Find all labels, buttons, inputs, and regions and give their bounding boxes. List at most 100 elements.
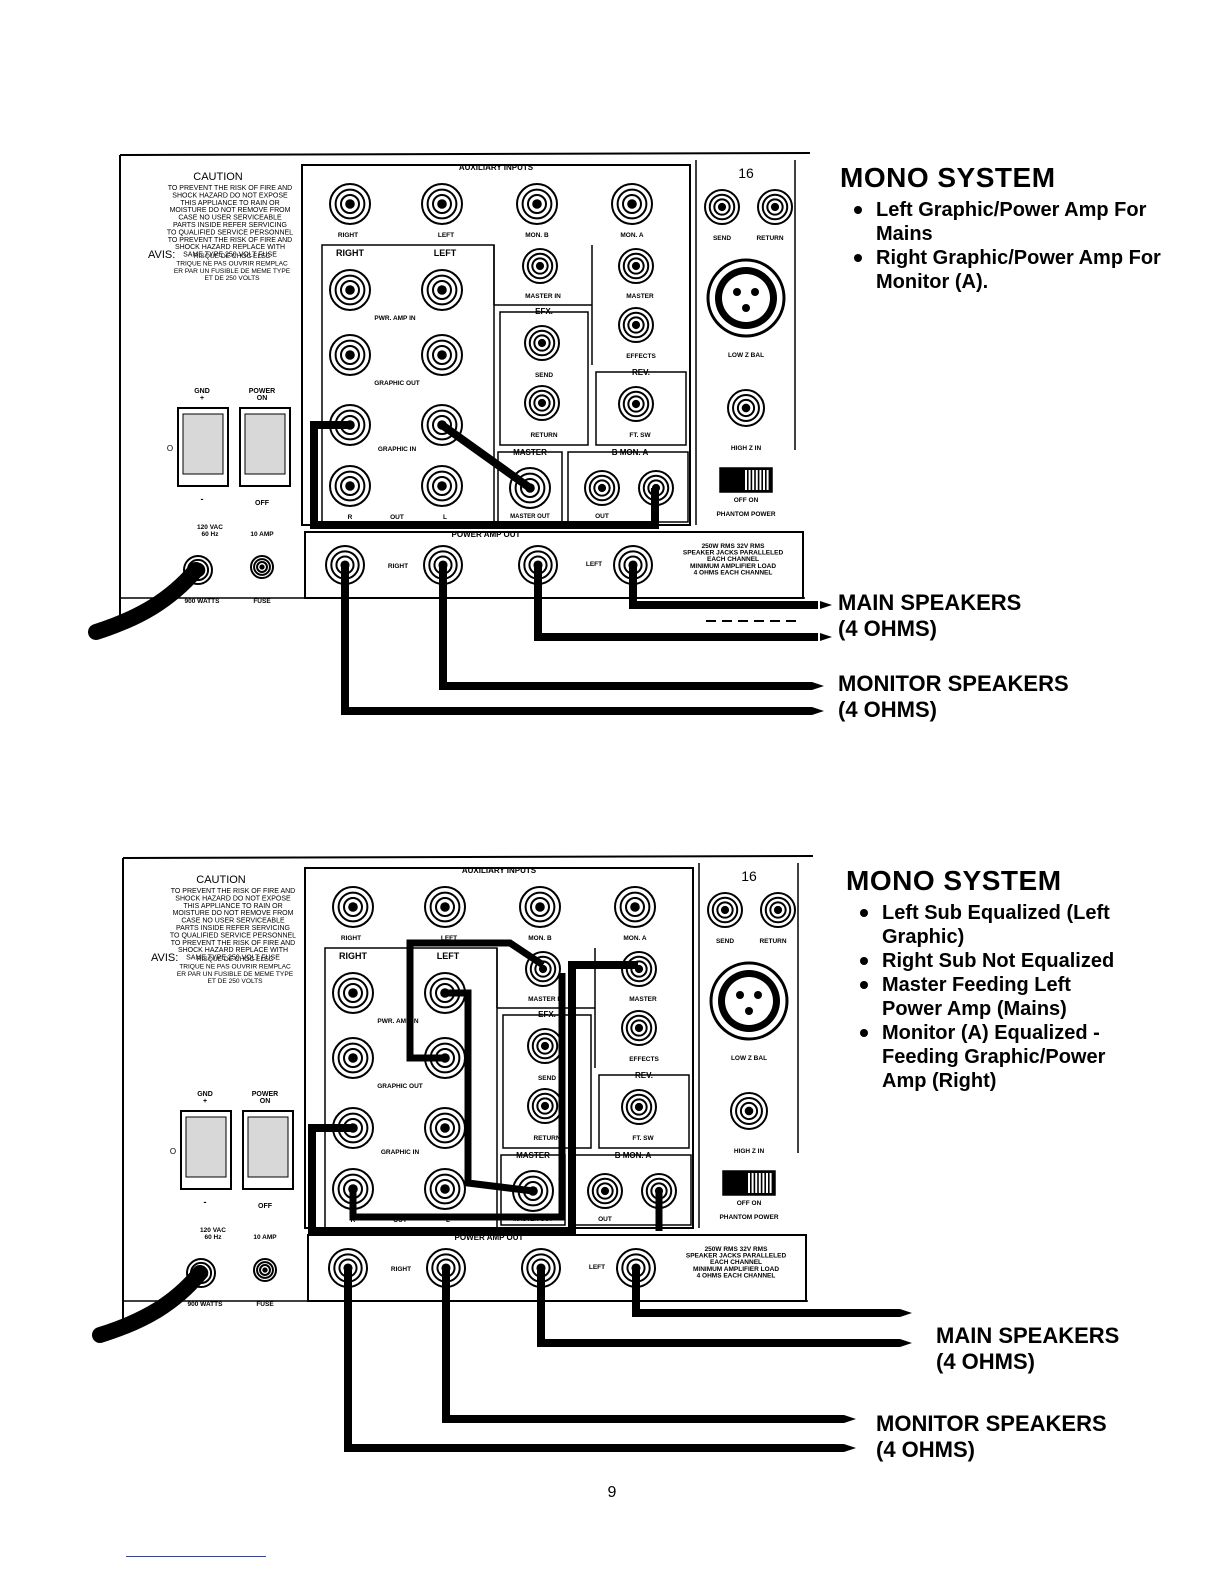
jack-center: [345, 199, 355, 209]
jack-ring: [426, 188, 458, 220]
cables: [92, 939, 912, 1452]
jack-ring: [533, 334, 551, 352]
phantom-switch-stripe: [745, 470, 747, 490]
jack-center: [345, 481, 355, 491]
patch-cable-mon-a: [308, 961, 638, 1235]
bullet: Right Sub Not Equalized: [860, 949, 1176, 973]
jack-ring: [593, 479, 611, 497]
jack-ring: [435, 1118, 455, 1138]
jack-ring: [432, 476, 452, 496]
monitor-speakers-text: MONITOR SPEAKERS: [876, 1411, 1107, 1436]
panel-box: [242, 1110, 294, 1190]
monitor-speakers-text: MONITOR SPEAKERS: [838, 671, 1069, 696]
page-number: 9: [607, 1484, 617, 1501]
jack-center: [440, 1123, 450, 1133]
jack-center: [437, 285, 447, 295]
avis-line: ET DE 250 VOLTS: [204, 275, 260, 282]
panel-label: OUT: [390, 514, 404, 521]
phantom-switch-stripe: [759, 470, 762, 490]
spec-line: 250W RMS 32V RMS: [705, 1246, 769, 1253]
panel-label: 10 AMP: [253, 1234, 277, 1241]
panel-label: GRAPHIC OUT: [374, 380, 420, 387]
jack-ring: [769, 901, 787, 919]
jack-ring: [766, 198, 784, 216]
phantom-switch-stripe: [766, 470, 769, 490]
cable-end: [820, 633, 832, 641]
caution-line: TO PREVENT THE RISK OF FIRE AND: [171, 888, 295, 895]
panel-label: O: [167, 444, 173, 453]
xlr-pin: [733, 288, 741, 296]
jack-ring: [520, 478, 540, 498]
avis-title: AVIS:: [151, 952, 178, 964]
panel-label: MON. A: [620, 232, 644, 239]
jack-center: [537, 338, 547, 348]
spec-line: EACH CHANNEL: [710, 1259, 762, 1266]
panel-label: SEND: [538, 1075, 556, 1082]
jack-ring: [622, 311, 650, 339]
jack-ring: [708, 193, 736, 221]
panel-label: 60 Hz: [202, 531, 220, 538]
caution-line: PARTS INSIDE REFER SERVICING: [173, 222, 287, 229]
caption-bullets: Left Graphic/Power Amp For Mains Right G…: [840, 198, 1200, 294]
jack-ring: [429, 1112, 461, 1144]
jack-ring: [426, 409, 458, 441]
jack-ring: [514, 472, 546, 504]
panel-label: PHANTOM POWER: [716, 511, 775, 518]
panel-label: SEND: [535, 372, 553, 379]
panel-box: [247, 1116, 289, 1178]
jack-ring: [340, 476, 360, 496]
jack-ring: [713, 198, 731, 216]
jack-ring: [761, 193, 789, 221]
panel-box: [182, 413, 224, 475]
bullet: Master Feeding Left Power Amp (Mains): [860, 973, 1112, 1021]
panel-label: LEFT: [438, 232, 454, 239]
panel-label: PHANTOM POWER: [719, 1214, 778, 1221]
cable-end: [812, 682, 824, 690]
caution-line: SAME TYPE 250 VOLT FUSE: [183, 252, 277, 259]
phantom-switch-stripe: [755, 470, 758, 490]
main-speakers-label: MAIN SPEAKERS (4 OHMS): [936, 1323, 1119, 1375]
jack-ring: [735, 1097, 763, 1125]
jack-ring: [256, 1261, 274, 1279]
jack-ring: [716, 901, 734, 919]
bullet: Left Graphic/Power Amp For Mains: [854, 198, 1156, 246]
panel-label: GRAPHIC OUT: [377, 1083, 423, 1090]
panel-label: 10 AMP: [250, 531, 274, 538]
avis-line: RISQUE DE CHOC ELEC: [194, 253, 271, 260]
panel-label: MASTER OUT: [510, 514, 550, 520]
panel-label: OUT: [598, 1216, 612, 1223]
panel-label: RETURN: [759, 938, 786, 945]
panel-label: RETURN: [533, 1135, 560, 1142]
panel-box: [499, 311, 589, 446]
panel-label: FT. SW: [632, 1135, 654, 1142]
xlr-pin: [745, 1007, 753, 1015]
panel-label: RIGHT: [338, 232, 358, 239]
jack-ring: [627, 257, 645, 275]
caution-line: SHOCK HAZARD DO NOT EXPOSE: [175, 895, 291, 902]
jack-center: [540, 1041, 550, 1051]
patch-cable-graphic-in-right: [310, 421, 659, 529]
phantom-switch-stripe: [755, 1173, 758, 1193]
xlr-face-inner: [722, 274, 770, 322]
panel-label: 60 Hz: [205, 1234, 223, 1241]
panel-label: HIGH Z IN: [734, 1148, 765, 1155]
avis-line: TRIQUE NE PAS OUVRIR REMPLAC: [179, 963, 291, 970]
panel-label: POWER AMP OUT: [455, 1233, 524, 1242]
jack-ring: [334, 470, 366, 502]
xlr-face-inner: [725, 977, 773, 1025]
bullet: Right Graphic/Power Amp For Monitor (A).: [854, 246, 1176, 294]
caution-line: THIS APPLIANCE TO RAIN OR: [180, 200, 279, 207]
monitor-speaker-cable: [344, 1268, 844, 1452]
panel-label: EFX.: [535, 307, 553, 316]
jack-center: [770, 202, 780, 212]
jack-ring: [340, 194, 360, 214]
jack-ring: [429, 1173, 461, 1205]
jack-center: [717, 202, 727, 212]
panel-label: PWR. AMP IN: [374, 315, 415, 322]
jack-ring: [524, 891, 556, 923]
jack-center: [440, 1184, 450, 1194]
jack-ring: [739, 1101, 759, 1121]
jack-ring: [591, 1177, 619, 1205]
jack-ring: [426, 339, 458, 371]
jack-center: [532, 199, 542, 209]
